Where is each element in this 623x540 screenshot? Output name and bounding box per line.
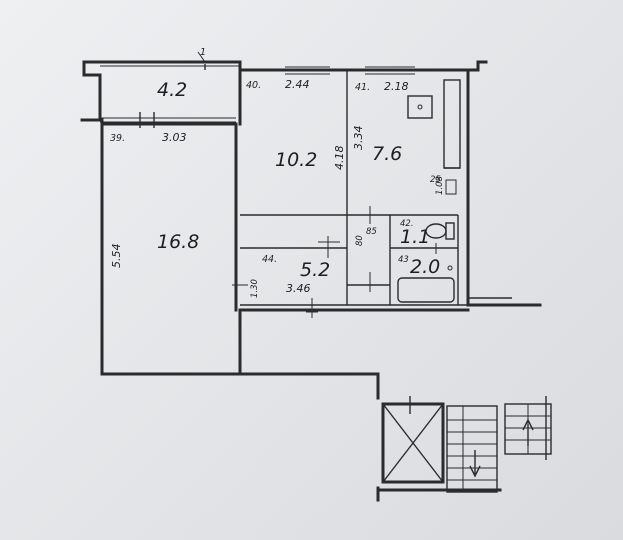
kitchen-number: 41. [355, 82, 370, 93]
balcony-area: 4.2 [157, 79, 187, 101]
kitchen-width: 2.18 [384, 80, 409, 93]
bathtub [397, 265, 455, 303]
door-marks [232, 206, 437, 318]
top-mark: 1 [200, 47, 206, 58]
room-middle-length: 4.18 [333, 146, 346, 171]
outer-walls [80, 60, 542, 400]
toilet-code: 85 [366, 227, 377, 237]
hall-side: 80 [355, 235, 365, 246]
balcony-glazing [100, 51, 240, 128]
room-large-area: 16.8 [157, 231, 199, 253]
room-large-length: 5.54 [110, 244, 123, 269]
toilet-number: 42. [400, 219, 414, 229]
kitchen-area: 7.6 [372, 143, 402, 165]
kitchen-fixtures [407, 79, 461, 195]
hall-area: 5.2 [300, 259, 330, 281]
room-middle-number: 40. [246, 80, 261, 91]
hall-length: 1.30 [250, 279, 260, 298]
hall-width: 3.46 [286, 282, 311, 295]
bathroom-number: 43 [398, 255, 409, 265]
toilet-area: 1.1 [400, 226, 430, 248]
balcony-number: 39. [110, 133, 125, 144]
stairwell [376, 396, 552, 502]
kitchen-side: 1.08 [435, 175, 445, 195]
bathroom-area: 2.0 [410, 256, 440, 278]
interior-walls [240, 70, 468, 306]
room-middle-area: 10.2 [275, 149, 317, 171]
window-marks [285, 66, 415, 75]
kitchen-small: 25 [430, 175, 441, 185]
toilet-fixture [425, 222, 455, 240]
room-middle-width: 2.44 [285, 78, 310, 91]
balcony-width: 3.03 [162, 131, 187, 144]
kitchen-length: 3.34 [352, 126, 365, 151]
hall-number: 44. [262, 254, 277, 265]
